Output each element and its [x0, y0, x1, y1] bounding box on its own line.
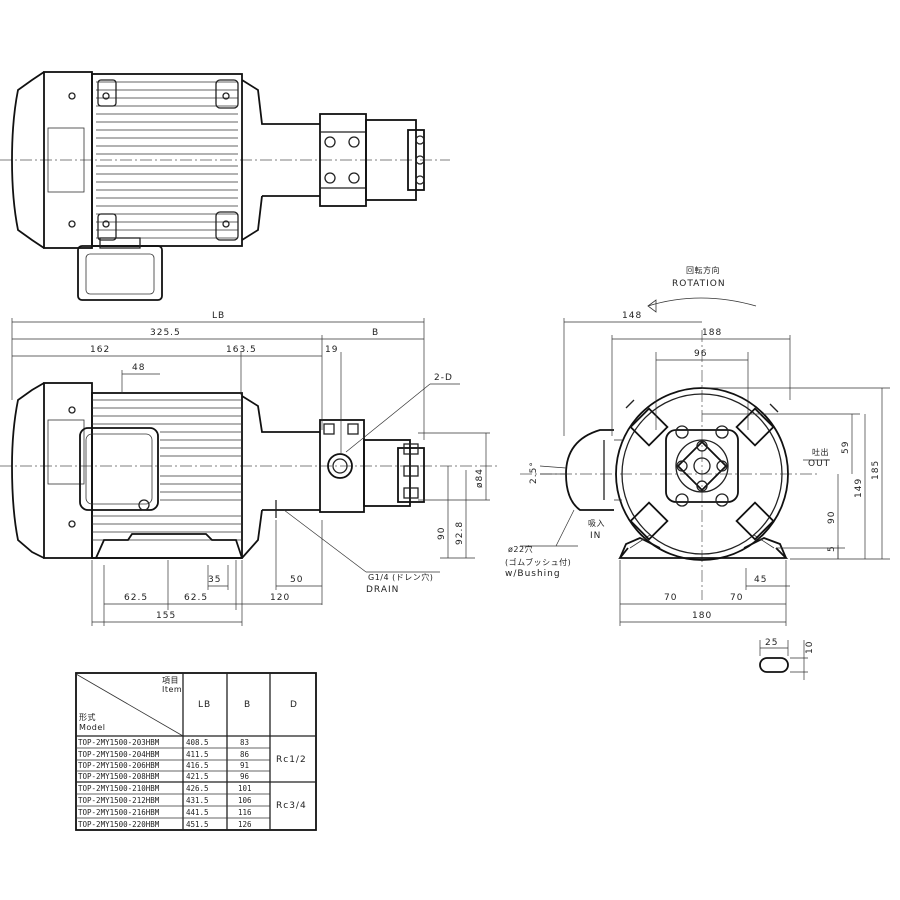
label-dims-d155: 155 [156, 611, 176, 621]
top-view [0, 71, 450, 301]
label-dims-d35: 35 [208, 575, 221, 585]
label-dims-d162: 162 [90, 345, 110, 355]
label-dims-d928: 92.8 [455, 521, 465, 545]
front-view-dimensions: LB 325.5 B 162 163.5 19 48 2-D ø84 90 92… [11, 311, 490, 626]
label-rotation-jp: 回転方向 [686, 265, 720, 275]
label-dims-d70b: 70 [730, 593, 743, 603]
label-dims-d59: 59 [841, 441, 851, 454]
label-table-rows-5-lb: 431.5 [186, 796, 209, 805]
label-dims-d45: 45 [754, 575, 767, 585]
label-dims-d70a: 70 [664, 593, 677, 603]
label-table-rows-0-b: 83 [240, 738, 249, 747]
label-dims-d84: ø84 [475, 468, 485, 488]
label-table-model_jp: 形式 [79, 712, 96, 722]
label-table-rows-0-model: TOP-2MY1500-203HBM [78, 738, 160, 747]
label-table-rows-6-b: 116 [238, 808, 252, 817]
label-table-col_b: B [244, 700, 251, 710]
label-rotation-en: ROTATION [672, 279, 726, 289]
label-table-rows-4-b: 101 [238, 784, 252, 793]
label-table-rows-6-lb: 441.5 [186, 808, 209, 817]
label-dims-d188: 188 [702, 328, 722, 338]
label-table-rows-3-model: TOP-2MY1500-208HBM [78, 772, 160, 781]
label-table-item_en: Item [162, 685, 182, 694]
label-dims-d625a: 62.5 [124, 593, 148, 603]
label-table-rows-4-model: TOP-2MY1500-210HBM [78, 784, 160, 793]
label-table-rows-7-lb: 451.5 [186, 820, 209, 829]
label-dims-d19: 19 [325, 345, 338, 355]
label-dims-d5: 5 [827, 545, 837, 552]
label-dims-out_jp: 吐出 [812, 447, 829, 457]
label-dims-d25deg: 2.5° [529, 461, 539, 484]
label-dims-d90r: 90 [827, 511, 837, 524]
model-table: 項目 Item 形式 Model LB B D TOP-2MY1500-203H… [75, 672, 317, 831]
label-dims-d185: 185 [871, 460, 881, 480]
label-dims-bush_jp: (ゴムブッシュ付) [505, 557, 571, 567]
label-table-rows-1-b: 86 [240, 750, 250, 759]
label-table-rows-6-model: TOP-2MY1500-216HBM [78, 808, 160, 817]
slot-detail: 25 10 [759, 638, 815, 680]
side-view-dimensions: 148 188 96 59 149 185 90 5 吐出 OUT 45 70 … [505, 311, 890, 626]
label-dims-lb: LB [212, 311, 225, 321]
label-dims-d50: 50 [290, 575, 303, 585]
label-dims-out_en: OUT [808, 459, 830, 469]
label-table-rows-3-b: 96 [240, 772, 250, 781]
label-dims-d149: 149 [854, 478, 864, 498]
label-table-rows-3-lb: 421.5 [186, 772, 209, 781]
label-table-rows-2-b: 91 [240, 761, 249, 770]
label-dims-bush_en: w/Bushing [505, 569, 561, 579]
label-table-rows-7-b: 126 [238, 820, 252, 829]
label-dims-d180: 180 [692, 611, 712, 621]
label-table-rows-7-model: TOP-2MY1500-220HBM [78, 820, 160, 829]
label-table-rows-4-lb: 426.5 [186, 784, 209, 793]
label-dims-d120: 120 [270, 593, 290, 603]
front-view [0, 382, 500, 559]
label-table-rows-5-model: TOP-2MY1500-212HBM [78, 796, 160, 805]
label-dims-drain_en: DRAIN [366, 585, 399, 595]
side-view: 回転方向 ROTATION [520, 265, 820, 600]
label-table-col_lb: LB [198, 700, 211, 710]
label-table-item_jp: 項目 [162, 676, 179, 685]
label-table-rows-0-lb: 408.5 [186, 738, 209, 747]
label-table-d_group1: Rc1/2 [276, 755, 307, 765]
label-table-rows-2-model: TOP-2MY1500-206HBM [78, 761, 160, 770]
label-table-d_group2: Rc3/4 [276, 801, 307, 811]
label-dims-d325: 325.5 [150, 328, 181, 338]
label-dims-b: B [372, 328, 379, 338]
label-dims-d148: 148 [622, 311, 642, 321]
label-dims-hole_jp: ø22穴 [508, 544, 533, 554]
label-table-model_en: Model [79, 723, 106, 732]
label-dims-slot_w: 25 [765, 638, 778, 648]
label-dims-in_en: IN [590, 531, 601, 541]
label-dims-in_jp: 吸入 [588, 519, 605, 528]
label-dims-d2d: 2-D [434, 373, 453, 383]
label-table-rows-1-lb: 411.5 [186, 750, 209, 759]
label-table-rows-5-b: 106 [238, 796, 252, 805]
label-dims-drain_jp: G1/4 (ドレン穴) [368, 572, 433, 582]
label-dims-d625b: 62.5 [184, 593, 208, 603]
label-dims-d96: 96 [694, 349, 707, 359]
label-table-rows-1-model: TOP-2MY1500-204HBM [78, 750, 160, 759]
label-table-col_d: D [290, 700, 298, 710]
label-dims-d90: 90 [437, 527, 447, 540]
label-table-rows-2-lb: 416.5 [186, 761, 209, 770]
label-dims-slot_h: 10 [805, 641, 815, 654]
label-dims-d1635: 163.5 [226, 345, 257, 355]
label-dims-d48: 48 [132, 363, 145, 373]
